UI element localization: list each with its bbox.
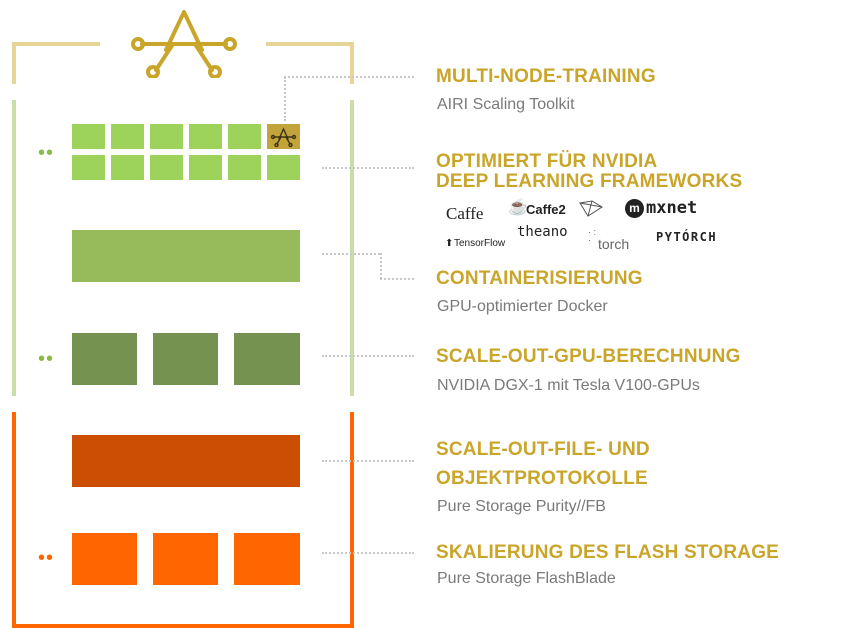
connector [380, 278, 414, 280]
connector [284, 76, 414, 78]
section-title-container: CONTAINERISIERUNG [436, 268, 643, 289]
connector [322, 167, 414, 169]
row-dots: •• [38, 348, 55, 370]
connector [322, 552, 414, 554]
airi-small-icon [270, 127, 297, 148]
node-cell [111, 155, 144, 180]
node-cell [150, 124, 183, 149]
connector [322, 355, 414, 357]
node-cell [150, 155, 183, 180]
row-dots: •• [38, 142, 55, 164]
connector [380, 253, 382, 279]
flash-block [72, 533, 137, 585]
node-cell [228, 124, 261, 149]
logo-torch: torch [598, 236, 630, 252]
section-subtitle-gpu: NVIDIA DGX-1 mit Tesla V100-GPUs [437, 377, 700, 394]
flash-block [234, 533, 300, 585]
logo-caffe2: Caffe2 [526, 202, 566, 217]
flash-block [153, 533, 218, 585]
connector [322, 460, 414, 462]
node-cell-highlight [267, 124, 300, 149]
frame-top-left-drop [12, 42, 16, 84]
container-bar [72, 230, 300, 282]
node-cell [111, 124, 144, 149]
section-title-file-1: SCALE-OUT-FILE- UND [436, 439, 650, 460]
logo-caffe: Caffe [446, 204, 484, 223]
gpu-block [234, 333, 300, 385]
frame-orange-bottom [12, 624, 354, 628]
section-subtitle-multi-node: AIRI Scaling Toolkit [437, 96, 575, 113]
node-cell [189, 155, 222, 180]
node-cell [72, 155, 105, 180]
frame-green-right [350, 100, 354, 396]
airi-logo-icon [131, 10, 237, 78]
tensorflow-icon: ⬆ [445, 238, 454, 249]
connector [284, 77, 286, 121]
section-title-frameworks-2: DEEP LEARNING FRAMEWORKS [436, 171, 743, 192]
section-title-frameworks-1: OPTIMIERT FÜR NVIDIA [436, 151, 658, 172]
gpu-block [72, 333, 137, 385]
frame-orange-right [350, 412, 354, 628]
frame-green-left [12, 100, 16, 396]
node-cell [72, 124, 105, 149]
frame-top-right [266, 42, 354, 46]
gpu-block [153, 333, 218, 385]
section-subtitle-container: GPU-optimierter Docker [437, 298, 608, 315]
frame-top-right-drop [350, 42, 354, 84]
section-title-gpu: SCALE-OUT-GPU-BERECHNUNG [436, 346, 741, 367]
node-cell [267, 155, 300, 180]
logo-tensorflow: TensorFlow [454, 238, 506, 249]
node-cell [228, 155, 261, 180]
row-dots: •• [38, 547, 55, 569]
logo-theano: theano [517, 224, 568, 240]
mxnet-m-icon: m [625, 199, 644, 218]
section-title-multi-node: MULTI-NODE-TRAINING [436, 66, 656, 87]
caffe2-cup-icon: ☕ [508, 199, 528, 216]
section-title-flash: SKALIERUNG DES FLASH STORAGE [436, 542, 780, 563]
section-subtitle-flash: Pure Storage FlashBlade [437, 570, 616, 587]
connector [322, 253, 380, 255]
torch-dots-icon: · :· [588, 227, 596, 245]
graph-logo-icon [578, 200, 603, 217]
logo-pytorch: PYTÓRCH [656, 230, 718, 244]
logo-mxnet: mxnet [646, 198, 698, 218]
file-protocol-bar [72, 435, 300, 487]
node-cell [189, 124, 222, 149]
frame-orange-left [12, 412, 16, 628]
frame-top-left [12, 42, 100, 46]
section-subtitle-file: Pure Storage Purity//FB [437, 498, 606, 515]
section-title-file-2: OBJEKTPROTOKOLLE [436, 468, 648, 489]
